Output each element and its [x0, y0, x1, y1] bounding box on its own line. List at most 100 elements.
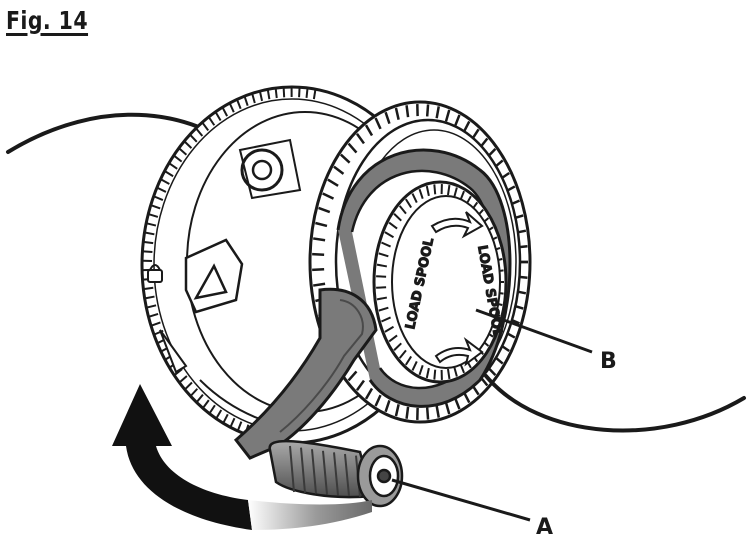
knob-ridge: [344, 453, 350, 497]
tooth: [453, 187, 458, 198]
tooth: [374, 117, 382, 130]
tooth: [435, 405, 440, 418]
tooth: [347, 142, 358, 154]
tooth: [190, 388, 199, 397]
tooth: [433, 369, 437, 380]
tooth: [411, 361, 418, 371]
tooth: [202, 122, 210, 132]
tooth: [347, 370, 358, 382]
tooth: [453, 366, 458, 377]
tooth: [178, 148, 188, 156]
tooth: [339, 153, 351, 164]
knob-ridge: [300, 447, 306, 493]
tooth: [145, 231, 155, 236]
tooth: [398, 349, 407, 359]
knob-ridge: [311, 449, 317, 494]
spool-cap: LOAD SPOOL LOAD SPOOL: [372, 180, 508, 384]
spool-arrow-bottom: [434, 337, 484, 367]
tooth: [404, 355, 413, 366]
tooth: [327, 178, 339, 187]
tooth: [425, 407, 430, 420]
tooth: [381, 316, 391, 323]
tooth: [376, 263, 388, 268]
tooth: [453, 114, 461, 127]
tooth: [282, 88, 286, 98]
tooth: [393, 342, 402, 351]
tooth: [446, 184, 451, 196]
tooth: [315, 221, 328, 228]
tooth: [384, 111, 391, 125]
tooth: [222, 413, 229, 423]
tooth: [222, 107, 229, 117]
tooth: [215, 112, 222, 121]
tooth: [425, 104, 430, 117]
tooth: [378, 306, 389, 312]
tooth: [333, 165, 345, 175]
tooth: [425, 185, 430, 197]
tooth: [381, 241, 391, 248]
release-button: [184, 238, 244, 314]
tooth: [146, 222, 157, 227]
tooth: [444, 109, 451, 122]
tooth: [376, 296, 388, 301]
tooth: [189, 134, 198, 143]
lock-icon: [147, 264, 163, 283]
tooth: [405, 105, 410, 118]
callout-leader-b: [475, 308, 593, 354]
tooth: [208, 117, 216, 126]
tooth: [388, 334, 398, 343]
tooth: [376, 275, 387, 278]
tooth: [364, 124, 374, 137]
tooth: [425, 367, 430, 379]
tooth: [312, 268, 325, 272]
knob-ridge: [322, 450, 328, 495]
tooth: [173, 155, 183, 163]
tooth: [151, 204, 161, 210]
callout-label-b: B: [600, 349, 617, 374]
callout-leader-a: [391, 478, 531, 522]
tooth: [384, 399, 391, 413]
tooth: [378, 252, 389, 258]
tooth: [312, 90, 317, 100]
tooth: [164, 170, 174, 178]
tooth: [179, 375, 188, 383]
tooth: [145, 295, 155, 300]
callout-label-a: A: [536, 515, 553, 540]
tooth: [147, 304, 157, 309]
tooth: [196, 393, 204, 403]
tooth: [237, 421, 243, 431]
tooth: [446, 368, 451, 380]
tooth: [144, 286, 154, 290]
tooth: [149, 312, 159, 318]
tooth: [418, 365, 424, 376]
tooth: [355, 379, 365, 392]
tooth: [405, 406, 410, 419]
tooth: [376, 286, 387, 289]
tooth: [322, 192, 335, 200]
tooth: [364, 387, 374, 400]
tooth: [259, 91, 264, 102]
tooth: [444, 402, 451, 415]
tooth: [313, 282, 326, 287]
tooth: [169, 162, 178, 170]
tooth: [154, 195, 164, 202]
tooth: [393, 213, 402, 222]
tooth: [215, 409, 223, 419]
tooth: [384, 231, 395, 239]
tooth: [229, 417, 236, 427]
knob-ridge: [333, 452, 339, 496]
tooth: [433, 184, 437, 195]
tooth: [418, 188, 424, 199]
tooth: [394, 107, 400, 120]
tooth: [305, 88, 309, 99]
tooth: [184, 141, 193, 149]
tooth: [318, 206, 331, 214]
tooth: [274, 88, 278, 99]
trimmer-line-right: [484, 374, 746, 433]
tooth: [251, 94, 256, 104]
tooth: [266, 90, 271, 100]
tooth: [148, 213, 159, 218]
tooth: [144, 240, 154, 245]
tooth: [195, 128, 204, 137]
